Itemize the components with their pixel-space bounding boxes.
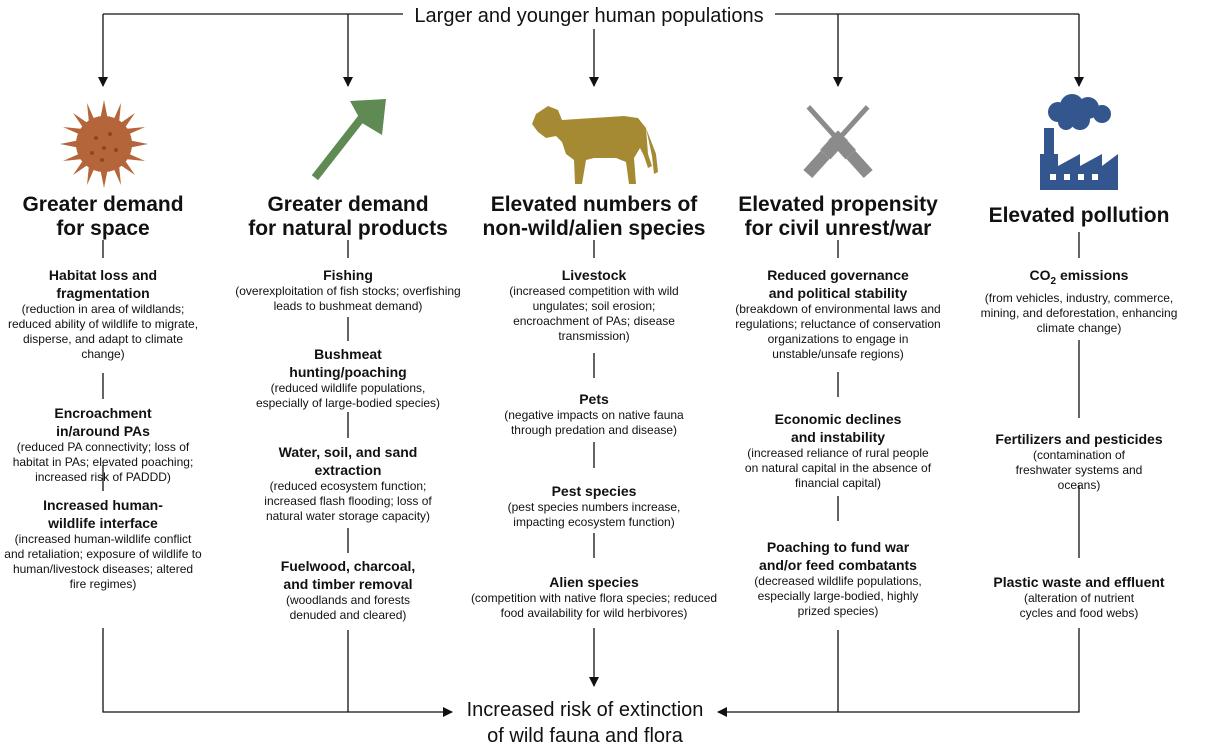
list-item: Encroachment in/around PAs (reduced PA c… (12, 405, 194, 484)
list-item: Economic declines and instability (incre… (744, 411, 932, 490)
crossed-rifles-icon (803, 105, 873, 179)
list-item: Pets (negative impacts on native fauna t… (504, 391, 684, 437)
cow-icon (532, 106, 658, 184)
list-item: Poaching to fund war and/or feed combata… (754, 539, 922, 618)
sun-burst-icon (60, 100, 148, 188)
list-item: Livestock (increased competition with wi… (509, 267, 679, 343)
list-item: Plastic waste and effluent (alteration o… (993, 574, 1165, 620)
list-item: Increased human-wildlife interface (incr… (4, 497, 202, 591)
list-item: Fuelwood, charcoal, and timber removal (… (280, 558, 416, 622)
axe-icon (311, 99, 386, 181)
list-item: Alien species (competition with native f… (470, 574, 718, 620)
bottom-title: Increased risk of extinction of wild fau… (455, 697, 715, 749)
list-item: Fertilizers and pesticides (contaminatio… (995, 431, 1163, 492)
list-item: Pest species (pest species numbers incre… (507, 483, 681, 529)
column-heading-pollution: Elevated pollution (988, 204, 1170, 227)
list-item: Fishing (overexploitation of fish stocks… (235, 267, 461, 313)
factory-icon (1040, 94, 1118, 190)
top-title: Larger and younger human populations (403, 3, 775, 29)
list-item: Reduced governance and political stabili… (735, 267, 941, 361)
list-item: Habitat loss and fragmentation (reductio… (7, 267, 199, 361)
list-item: Water, soil, and sand extraction (reduce… (264, 444, 432, 523)
list-item: Bushmeat hunting/poaching (reduced wildl… (255, 346, 441, 410)
list-item: CO2 emissions (from vehicles, industry, … (980, 267, 1178, 335)
